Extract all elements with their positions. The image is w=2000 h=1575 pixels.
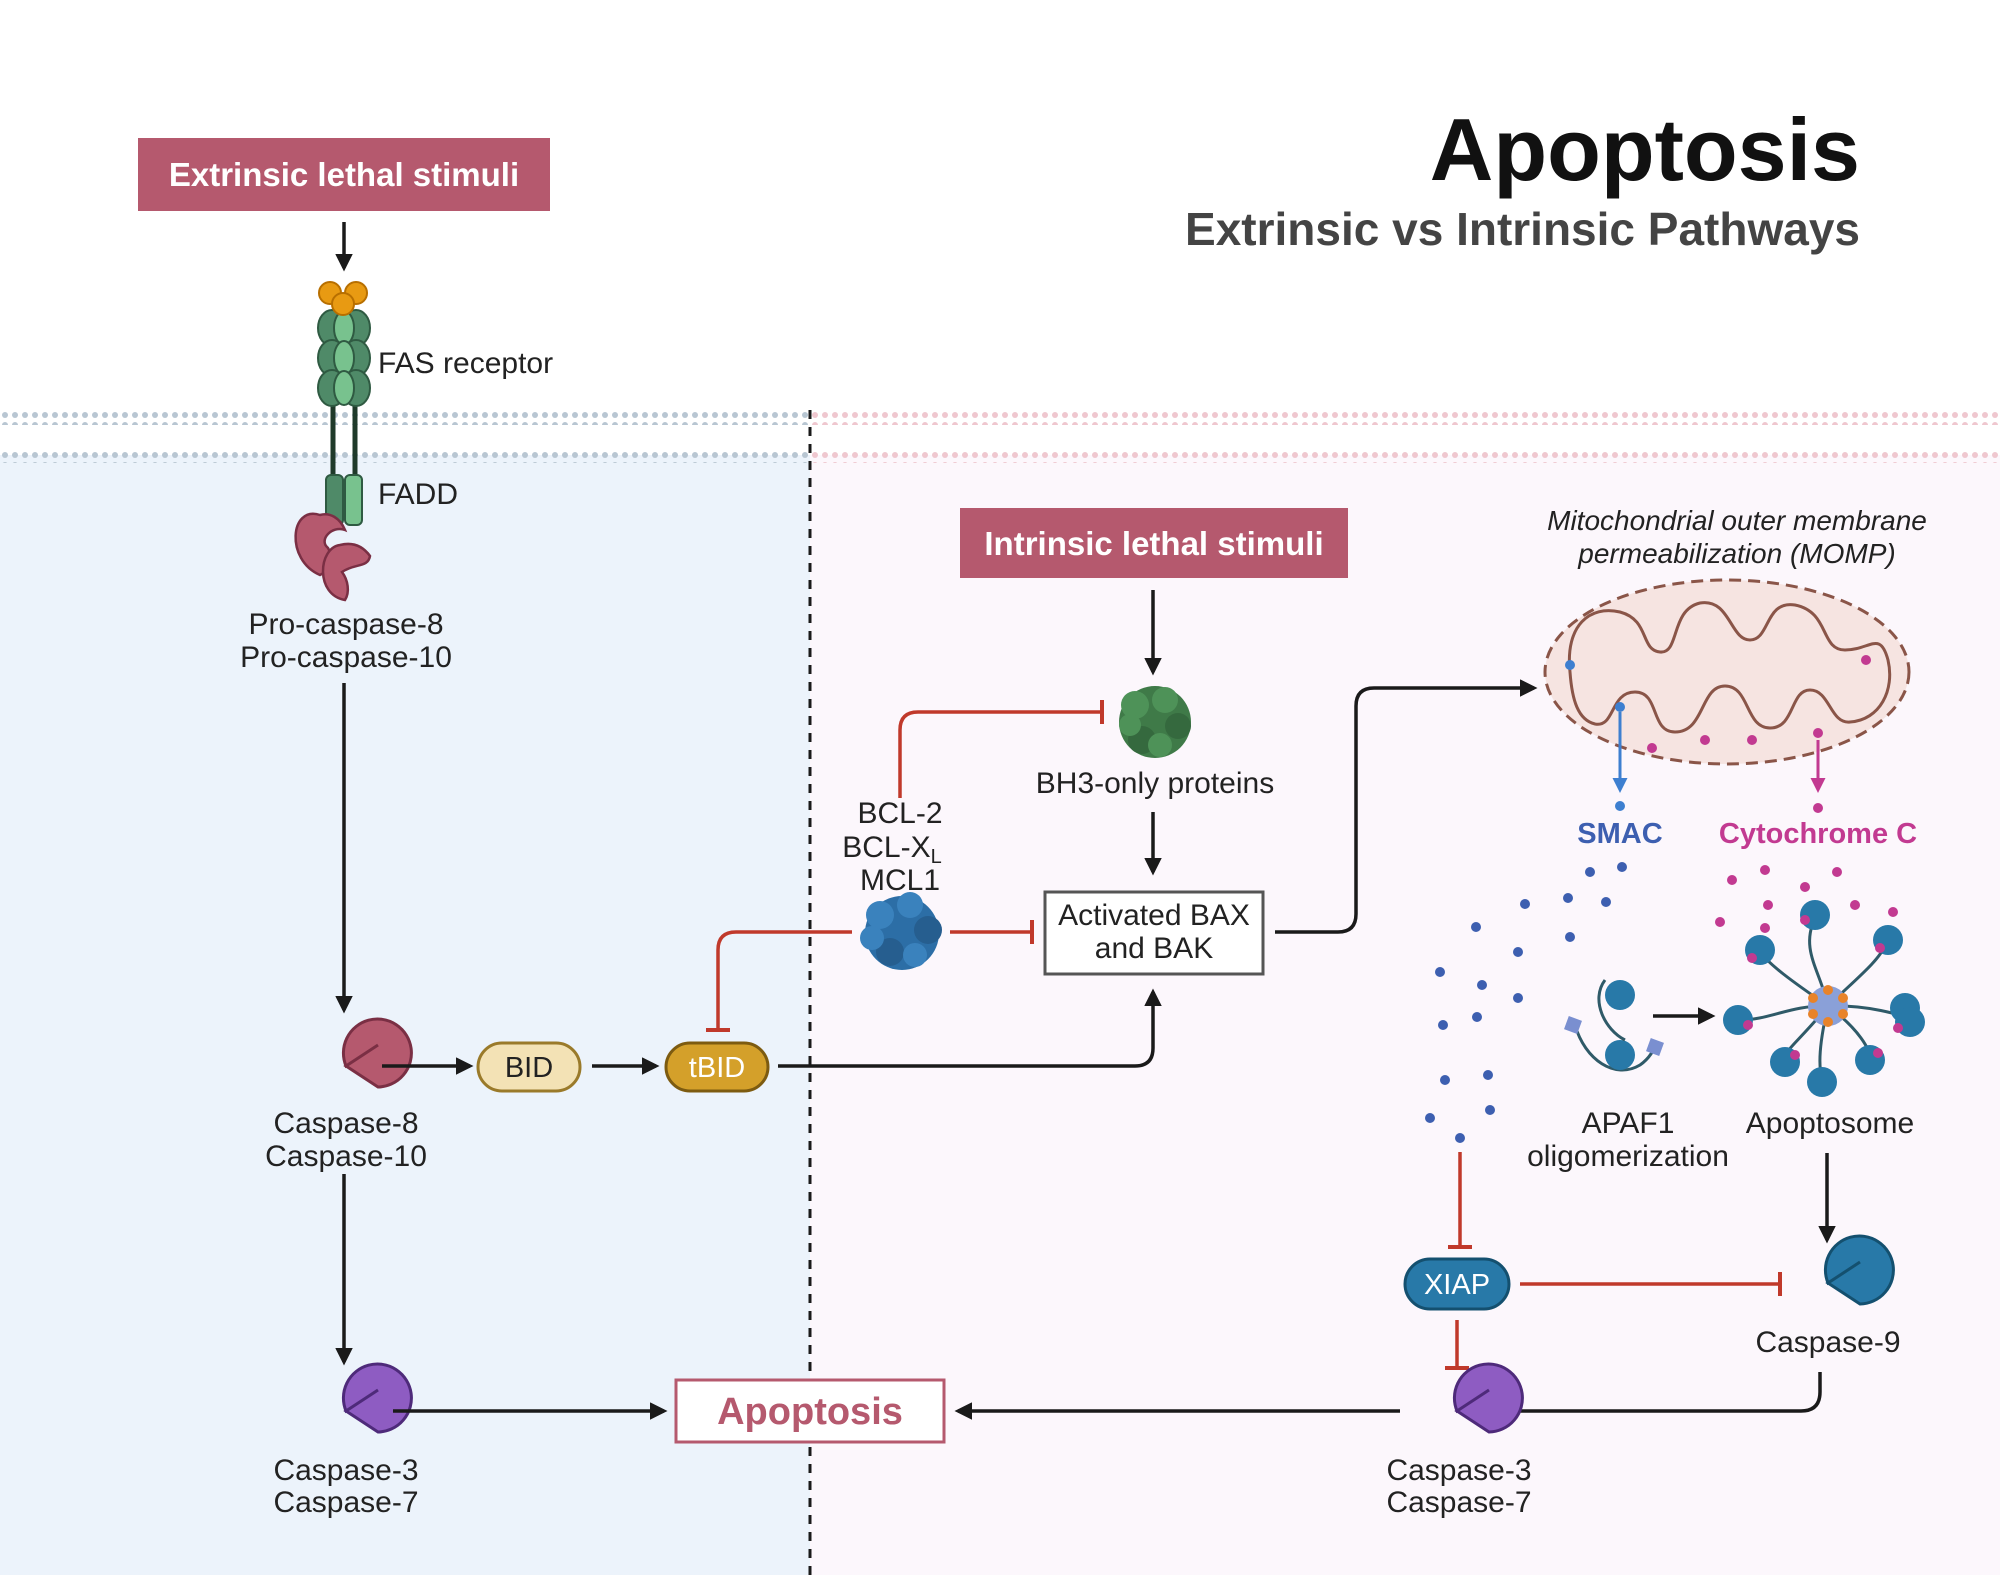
mcl1-label: MCL1 <box>860 864 940 897</box>
bcl2-protein-icon <box>860 892 942 970</box>
svg-text:XIAP: XIAP <box>1424 1269 1490 1301</box>
fas-receptor-label: FAS receptor <box>378 347 553 380</box>
caspase9-label: Caspase-9 <box>1755 1326 1900 1359</box>
cytochrome-c-molecules <box>1715 865 1898 933</box>
momp-label-2: permeabilization (MOMP) <box>1577 538 1895 569</box>
fas-receptor-icon <box>317 309 371 480</box>
int-caspase3-label-1: Caspase-3 <box>1386 1454 1531 1487</box>
procaspase-icon <box>294 512 372 602</box>
svg-text:BID: BID <box>505 1052 553 1084</box>
cytochrome-c-label: Cytochrome C <box>1719 818 1917 850</box>
svg-text:Intrinsic lethal stimuli: Intrinsic lethal stimuli <box>984 525 1323 562</box>
apaf1-label-2: oligomerization <box>1527 1140 1729 1173</box>
int-caspase3-label-2: Caspase-7 <box>1386 1486 1531 1519</box>
momp-label-1: Mitochondrial outer membrane <box>1547 505 1927 536</box>
caspase8-icon <box>341 1017 413 1089</box>
cell-membrane <box>0 412 2000 463</box>
svg-text:Apoptosis: Apoptosis <box>717 1391 903 1433</box>
fas-ligand-icon <box>318 281 368 316</box>
svg-text:Activated BAX: Activated BAX <box>1058 899 1250 932</box>
page-subtitle: Extrinsic vs Intrinsic Pathways <box>1185 203 1860 255</box>
apoptosome-label: Apoptosome <box>1746 1107 1914 1140</box>
bclxl-label: BCL-XL <box>842 831 941 868</box>
int-caspase3-icon <box>1452 1362 1524 1434</box>
tbid-pill: tBID <box>664 1041 770 1093</box>
smac-label: SMAC <box>1577 818 1662 850</box>
caspase8-label-2: Caspase-10 <box>265 1140 427 1173</box>
apoptosis-outcome-box: Apoptosis <box>674 1378 946 1444</box>
bh3-label: BH3-only proteins <box>1036 767 1274 800</box>
svg-text:tBID: tBID <box>689 1052 745 1084</box>
svg-text:and BAK: and BAK <box>1095 932 1213 965</box>
intrinsic-stimuli-box: Intrinsic lethal stimuli <box>960 508 1348 578</box>
apaf1-label-1: APAF1 <box>1582 1107 1675 1140</box>
caspase9-icon <box>1823 1234 1895 1306</box>
procaspase-label-1: Pro-caspase-8 <box>248 608 443 641</box>
mitochondrion-icon <box>1543 578 1911 766</box>
bid-pill: BID <box>476 1041 582 1093</box>
ext-caspase3-icon <box>341 1362 413 1434</box>
procaspase-label-2: Pro-caspase-10 <box>240 641 452 674</box>
fadd-icon <box>325 474 363 526</box>
bh3-protein-icon <box>1119 686 1191 758</box>
smac-molecules <box>1425 862 1627 1143</box>
extrinsic-stimuli-box: Extrinsic lethal stimuli <box>138 138 550 211</box>
apaf1-icon <box>1564 979 1664 1072</box>
svg-text:Extrinsic lethal stimuli: Extrinsic lethal stimuli <box>169 156 519 193</box>
bax-bak-box: Activated BAX and BAK <box>1043 890 1265 976</box>
apoptosome-icon <box>1723 900 1925 1097</box>
ext-caspase3-label-1: Caspase-3 <box>273 1454 418 1487</box>
xiap-pill: XIAP <box>1403 1257 1511 1311</box>
caspase8-label-1: Caspase-8 <box>273 1107 418 1140</box>
bcl2-label: BCL-2 <box>857 797 942 830</box>
fadd-label: FADD <box>378 478 458 511</box>
page-title: Apoptosis <box>1430 100 1860 199</box>
ext-caspase3-label-2: Caspase-7 <box>273 1486 418 1519</box>
